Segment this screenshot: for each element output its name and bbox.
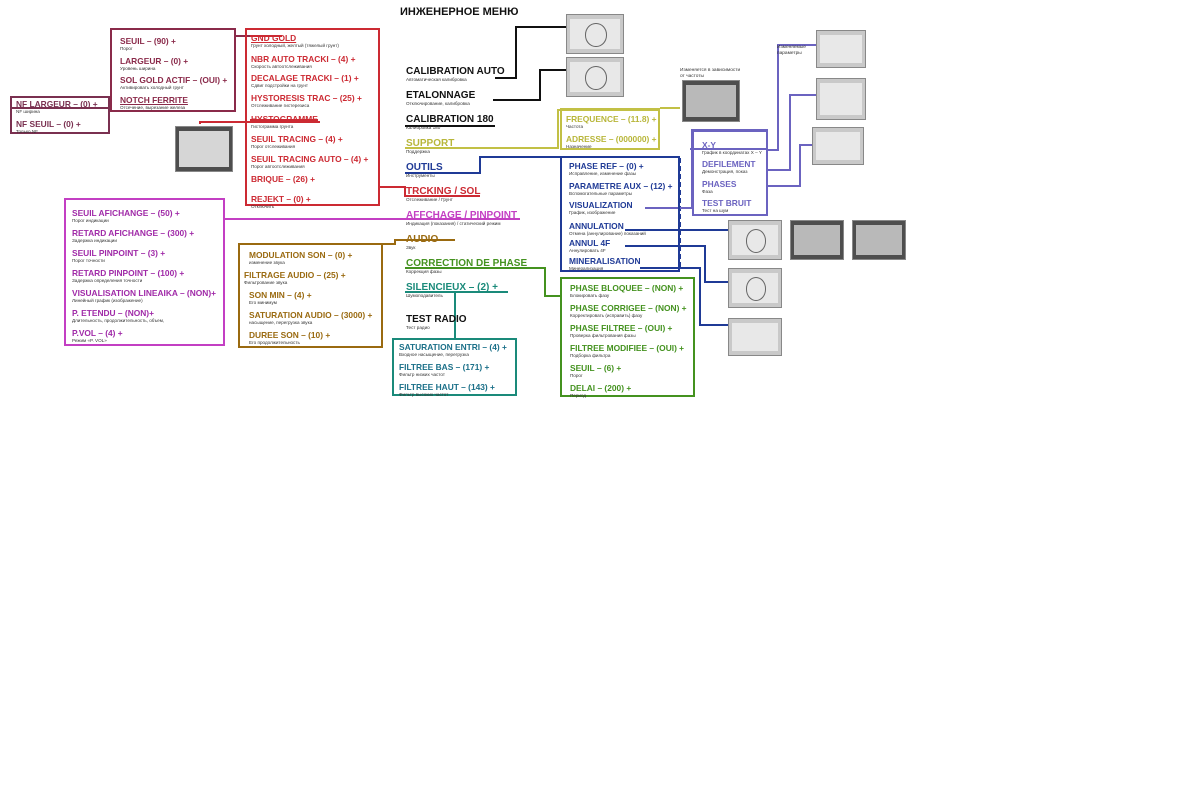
frequency-note: Изменяется в зависимости от частоты <box>680 68 741 79</box>
saturation-audio[interactable]: SATURATION AUDIO – (3000) +насыщение, пе… <box>249 310 373 325</box>
decalage-tracki[interactable]: DECALAGE TRACKI – (1) +Сдвиг подстройки … <box>251 73 359 88</box>
saturation-entri[interactable]: SATURATION ENTRI – (4) +Входное насыщени… <box>399 342 507 357</box>
device-screenshot-calibration <box>566 14 624 54</box>
filtree-bas[interactable]: FILTREE BAS – (171) +Фильтр низких часто… <box>399 362 490 377</box>
retard-pinpoint[interactable]: RETARD PINPOINT – (100) +Задержка опреде… <box>72 268 185 283</box>
modulation-son[interactable]: MODULATION SON – (0) +изменение звука <box>249 250 353 265</box>
parametre-aux[interactable]: PARAMETRE AUX – (12) +Вспомогательные па… <box>569 181 673 196</box>
phase-ref[interactable]: PHASE REF – (0) +Исправление, изменение … <box>569 161 644 176</box>
view-box <box>692 130 768 216</box>
histogram-screenshot <box>175 126 233 172</box>
adresse[interactable]: ADRESSE – (000000) +Назначение <box>566 134 657 149</box>
seuil-group-sol-gold[interactable]: SOL GOLD ACTIF – (OUI) +Активировать хол… <box>120 75 228 90</box>
son-min[interactable]: SON MIN – (4) +Его минимум <box>249 290 312 305</box>
device-screenshot-defilement <box>816 78 866 120</box>
frequence[interactable]: FREQUENCE – (11.8) +Частота <box>566 114 657 129</box>
display-box <box>64 198 225 346</box>
visualisation-lineaika[interactable]: VISUALISATION LINEAIKA – (NON)+Линейный … <box>72 288 217 303</box>
seuil-afichange[interactable]: SEUIL AFICHANGE – (50) +Порог индикации <box>72 208 180 223</box>
nf-box <box>10 96 110 134</box>
device-screenshot-etalonnage <box>566 57 624 97</box>
delai[interactable]: DELAI – (200) +Период <box>570 383 632 398</box>
params-note: Изменяемые параметры <box>777 45 806 56</box>
retard-afichange[interactable]: RETARD AFICHANGE – (300) +Задержка индик… <box>72 228 195 243</box>
brique[interactable]: BRIQUE – (26) + <box>251 174 315 184</box>
p-vol[interactable]: P.VOL – (4) +Режим «P. VOL» <box>72 328 123 343</box>
p-etendu[interactable]: P. ETENDU – (NON)+Длительность, продолжи… <box>72 308 165 323</box>
seuil-group-largeur[interactable]: LARGEUR – (0) +Уровень ширина <box>120 56 189 71</box>
filtrage-audio[interactable]: FILTRAGE AUDIO – (25) +Фильтрование звук… <box>244 270 346 285</box>
silencieux-box <box>392 338 517 396</box>
phase-seuil[interactable]: SEUIL – (6) +Порог <box>570 363 622 378</box>
duree-son[interactable]: DUREE SON – (10) +Его продолжительность <box>249 330 331 345</box>
device-screenshot-phases <box>812 127 864 165</box>
phase-bloquee[interactable]: PHASE BLOQUEE – (NON) +Блокировать фазу <box>570 283 684 298</box>
support-box <box>560 108 660 150</box>
seuil-pinpoint[interactable]: SEUIL PINPOINT – (3) +Порог точности <box>72 248 166 263</box>
device-screenshot-annulation <box>728 220 782 260</box>
main-silencieux[interactable]: SILENCIEUX – (2) +Шумоподавитель <box>406 282 498 298</box>
filtree-modifiee[interactable]: FILTREE MODIFIEE – (OUI) +Подборка фильт… <box>570 343 685 358</box>
nf-seuil[interactable]: NF SEUIL – (0) +Только NF <box>16 119 81 134</box>
rejekt[interactable]: REJEKT – (0) +Отключить <box>251 194 311 209</box>
phase-box <box>560 277 695 397</box>
seuil-tracing[interactable]: SEUIL TRACING – (4) +Порог отслеживания <box>251 134 343 149</box>
filtree-haut[interactable]: FILTREE HAUT – (143) +Фильтр высоких час… <box>399 382 495 397</box>
device-screenshot-annulation-3 <box>852 220 906 260</box>
nf-largeur[interactable]: NF LARGEUR – (0) +NF ширина <box>16 99 98 114</box>
gnd-gold-box <box>245 28 380 206</box>
seuil-tracing-auto[interactable]: SEUIL TRACING AUTO – (4) +Порог автоотсл… <box>251 154 369 169</box>
hystoresis-trac[interactable]: HYSTORESIS TRAC – (25) +Отслеживание гис… <box>251 93 362 108</box>
nbr-auto-tracki[interactable]: NBR AUTO TRACKI – (4) +Скорость автоотсл… <box>251 54 356 69</box>
phase-filtree[interactable]: PHASE FILTREE – (OUI) +Проверка фильтров… <box>570 323 673 338</box>
seuil-group-seuil[interactable]: SEUIL – (90) +Порог <box>120 36 176 51</box>
page-title: ИНЖЕНЕРНОЕ МЕНЮ <box>400 6 519 18</box>
phase-corrigee[interactable]: PHASE CORRIGEE – (NON) +Корректировать (… <box>570 303 687 318</box>
seuil-group-box <box>110 28 236 112</box>
outils-box <box>560 156 680 272</box>
device-screenshot-xy <box>816 30 866 68</box>
device-screenshot-annulation-2 <box>790 220 844 260</box>
device-screenshot-annul-4f <box>728 268 782 308</box>
device-screenshot-frequence <box>682 80 740 122</box>
audio-box <box>238 243 383 348</box>
device-screenshot-mineralisation <box>728 318 782 356</box>
